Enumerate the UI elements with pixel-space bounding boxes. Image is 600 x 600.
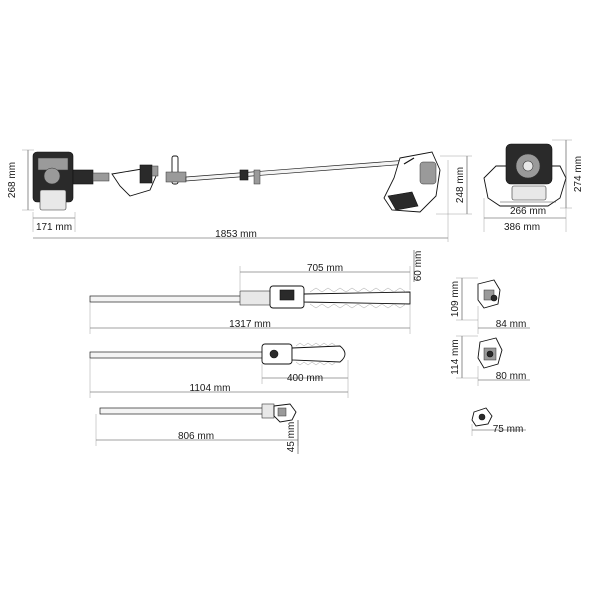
- pole-saw-attachment: [89, 342, 346, 366]
- dim-hedge-head-height: 109 mm: [450, 277, 478, 321]
- saw-bar: [291, 345, 346, 363]
- shaft-grip: [239, 169, 249, 181]
- label-248: 248 mm: [455, 167, 466, 203]
- dim-extension-height: 45 mm: [286, 420, 299, 454]
- front-handle-clamp: [165, 171, 187, 183]
- label-1853: 1853 mm: [215, 229, 257, 240]
- label-400: 400 mm: [287, 373, 323, 384]
- throttle-grip: [139, 164, 153, 184]
- label-80: 80 mm: [496, 371, 527, 382]
- extension-coupler: [261, 403, 275, 419]
- brushcutter-side-view: [32, 151, 441, 213]
- label-266: 266 mm: [510, 206, 546, 217]
- trimmer-head: [387, 191, 419, 211]
- label-45: 45 mm: [286, 422, 297, 453]
- label-705: 705 mm: [307, 263, 343, 274]
- dim-saw-head-width: 80 mm: [477, 366, 530, 386]
- dim-total-length: 1853 mm: [33, 160, 449, 242]
- hedge-head-view: [477, 279, 501, 309]
- hedge-blade: [303, 291, 411, 305]
- label-84: 84 mm: [496, 319, 527, 330]
- dim-head-height: 248 mm: [436, 155, 472, 215]
- clutch-housing: [72, 169, 94, 185]
- fuel-tank: [39, 189, 67, 211]
- dim-saw-blade: 400 mm: [261, 360, 349, 384]
- label-274: 274 mm: [573, 156, 584, 192]
- dim-trimmer-height: 268 mm: [7, 149, 34, 211]
- dim-engine-depth: 171 mm: [32, 212, 76, 233]
- engine-front-tank: [511, 185, 547, 201]
- drive-shaft: [185, 159, 409, 182]
- dim-engine-front-outer: 386 mm: [483, 198, 567, 233]
- label-1317: 1317 mm: [229, 319, 271, 330]
- dim-saw-head-height: 114 mm: [450, 335, 478, 379]
- dim-engine-front-height: 274 mm: [552, 139, 584, 209]
- dim-hedge-total: 1317 mm: [89, 302, 411, 334]
- dim-hedge-head-width: 84 mm: [477, 306, 530, 334]
- label-60: 60 mm: [413, 251, 424, 282]
- saw-head-view: [477, 337, 503, 369]
- shaft-coupling: [92, 172, 110, 182]
- saw-shaft: [89, 351, 271, 359]
- dim-engine-front-inner: 266 mm: [500, 201, 556, 217]
- engine-front-view: [483, 143, 567, 207]
- recoil-starter: [43, 167, 61, 185]
- dim-extension-length: 806 mm: [95, 414, 299, 446]
- handle-clip: [151, 165, 159, 177]
- coupler-view: [471, 407, 493, 427]
- gear-head: [419, 161, 437, 185]
- hedge-trimmer-attachment: [89, 285, 411, 309]
- label-114: 114 mm: [450, 339, 461, 374]
- dim-hedge-blade: 705 mm: [239, 263, 411, 290]
- label-1104: 1104 mm: [190, 383, 231, 394]
- label-109: 109 mm: [450, 281, 461, 317]
- label-806: 806 mm: [178, 431, 214, 442]
- label-75: 75 mm: [493, 424, 524, 435]
- label-268: 268 mm: [7, 162, 18, 198]
- shaft-hanger: [253, 169, 261, 185]
- hedge-coupler: [239, 290, 273, 306]
- dim-coupler-width: 75 mm: [471, 424, 526, 436]
- extension-pole: [99, 403, 297, 423]
- dim-saw-total: 1104 mm: [89, 358, 349, 398]
- label-171: 171 mm: [36, 222, 72, 233]
- extension-shaft: [99, 407, 271, 415]
- label-386: 386 mm: [504, 222, 540, 233]
- dim-hedge-height: 60 mm: [413, 250, 424, 282]
